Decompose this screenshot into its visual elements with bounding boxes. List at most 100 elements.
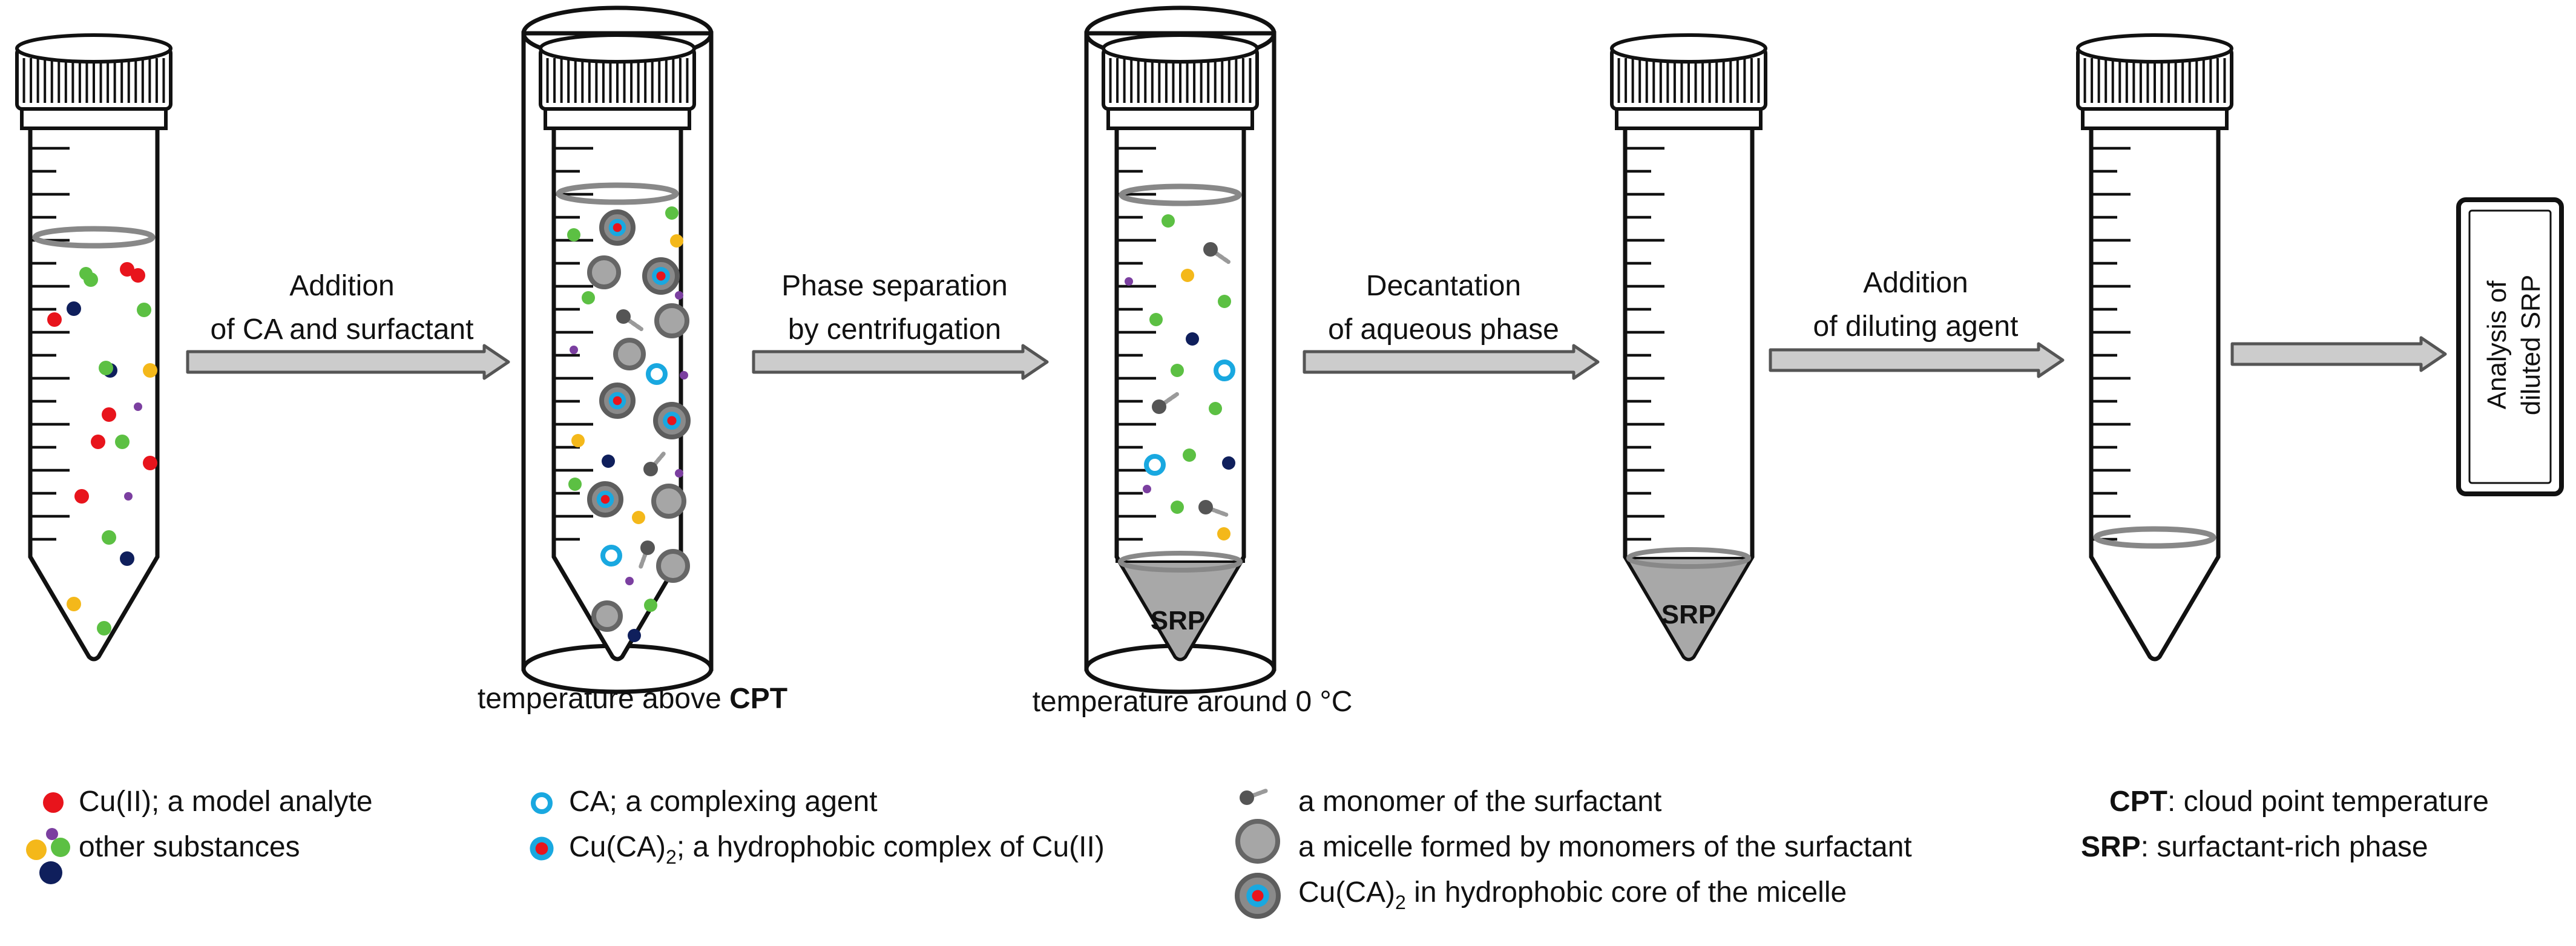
- micelle: [651, 484, 686, 519]
- particle-dot: [67, 597, 81, 611]
- micelle-complex-core: [1252, 890, 1264, 902]
- legend-complex-text: Cu(CA)2; a hydrophobic complex of Cu(II): [569, 831, 1105, 868]
- particle-dot: [628, 629, 641, 642]
- step-1-line2: of CA and surfactant: [211, 314, 474, 346]
- cap-top: [1610, 33, 1767, 64]
- particle-dot: [1162, 214, 1175, 228]
- particle-dot: [1171, 364, 1184, 377]
- ca-ring: [1144, 454, 1166, 476]
- particle-dot: [1143, 485, 1151, 493]
- tubes-layer: [15, 5, 2233, 694]
- tube-1-sample: [15, 33, 172, 662]
- cap-top: [2076, 33, 2233, 64]
- micelle-complex-core: [613, 396, 622, 406]
- particle-dot: [43, 792, 64, 813]
- particle-dot: [665, 206, 678, 220]
- particle-dot: [1217, 527, 1230, 540]
- step-4-line2: of diluting agent: [1813, 310, 2019, 343]
- particle-dot: [1181, 269, 1194, 282]
- particle-dot: [39, 861, 62, 884]
- step-4-line1: Addition: [1863, 267, 1968, 299]
- cap-top: [539, 33, 696, 64]
- legend-core-text: Cu(CA)2 in hydrophobic core of the micel…: [1298, 876, 1847, 913]
- particle-dot: [568, 478, 582, 491]
- particle-dot: [680, 371, 688, 379]
- tube-3-separated: [1084, 5, 1276, 694]
- particle-dot: [131, 268, 145, 283]
- particle-dot: [143, 456, 157, 470]
- particle-dot: [1222, 456, 1235, 470]
- monomer-head: [1240, 790, 1254, 805]
- legend-core-sub: 2: [1395, 892, 1406, 913]
- liquid-meniscus: [556, 182, 679, 205]
- legend-core-prefix: Cu(CA): [1298, 876, 1395, 908]
- legend-micelle-text: a micelle formed by monomers of the surf…: [1298, 831, 1912, 863]
- monomer-head: [616, 309, 631, 324]
- srp-phase: [1624, 552, 1753, 660]
- legend-complex-suffix: ; a hydrophobic complex of Cu(II): [677, 831, 1105, 863]
- particle-dot: [120, 551, 134, 566]
- analysis-line2: diluted SRP: [2516, 275, 2546, 415]
- particle-dot: [582, 291, 595, 304]
- legend-analyte-text: Cu(II); a model analyte: [79, 786, 373, 818]
- monomer-head: [643, 462, 658, 476]
- micelle: [591, 600, 623, 632]
- particle-dot: [91, 435, 105, 449]
- arrow-step-2: [752, 344, 1049, 380]
- particle-dot: [67, 301, 81, 316]
- monomer-head: [1152, 399, 1166, 414]
- particle-dot: [102, 530, 116, 545]
- arrows-layer: [186, 336, 2447, 380]
- legend-cpt-text: CPT: cloud point temperature: [2109, 786, 2489, 818]
- particle-dot: [570, 346, 578, 354]
- tube-body: [28, 125, 160, 662]
- tube-2-heated: [521, 5, 714, 694]
- particle-dot: [675, 469, 683, 478]
- particle-dot: [46, 828, 58, 840]
- particle-dot: [1218, 295, 1231, 308]
- particle-dot: [625, 577, 634, 585]
- micelle-complex-core: [613, 223, 622, 232]
- caption-temp-cpt: CPT: [729, 683, 787, 715]
- particle-dot: [1209, 402, 1222, 415]
- micelle-complex-core: [656, 271, 666, 281]
- arrow-step-1: [186, 344, 510, 380]
- micelle: [654, 303, 689, 338]
- particle-dot: [1186, 332, 1199, 346]
- monomer-head: [1203, 242, 1218, 257]
- particle-dot: [644, 599, 657, 612]
- particle-dot: [670, 234, 683, 248]
- srp-label-tube3: SRP: [1151, 606, 1205, 636]
- srp-label-tube4: SRP: [1661, 600, 1716, 629]
- micelle: [1235, 819, 1280, 864]
- particle-dot: [1125, 277, 1133, 286]
- particle-dot: [120, 262, 134, 277]
- ca-ring: [1214, 360, 1235, 381]
- particle-dot: [143, 363, 157, 378]
- particle-dot: [74, 489, 89, 504]
- micelle-complex-core: [667, 416, 677, 425]
- legend-icons: [26, 788, 1281, 919]
- arrow-step-4: [1769, 342, 2065, 378]
- srp-phase: [1116, 552, 1245, 660]
- legend-srp-abbr: SRP: [2081, 831, 2141, 863]
- particle-dot: [26, 839, 47, 860]
- micelle: [587, 255, 621, 289]
- particle-dot: [79, 267, 93, 280]
- legend-cpt-abbr: CPT: [2109, 786, 2167, 818]
- particle-dot: [137, 303, 151, 317]
- micelle-complex-core: [600, 494, 610, 504]
- legend-complex-sub: 2: [666, 846, 677, 868]
- legend-core-suffix: in hydrophobic core of the micelle: [1406, 876, 1847, 908]
- ca-ring: [600, 545, 622, 567]
- legend-ca-text: CA; a complexing agent: [569, 786, 878, 818]
- particle-dot: [115, 435, 130, 449]
- tube-5-diluted: [2076, 33, 2233, 662]
- particle-dot: [99, 361, 113, 375]
- particle-dot: [602, 455, 615, 468]
- cap-top: [1102, 33, 1259, 64]
- particle-dot: [1171, 501, 1184, 514]
- legend-monomer-text: a monomer of the surfactant: [1298, 786, 1661, 818]
- particle-dot: [1149, 313, 1163, 326]
